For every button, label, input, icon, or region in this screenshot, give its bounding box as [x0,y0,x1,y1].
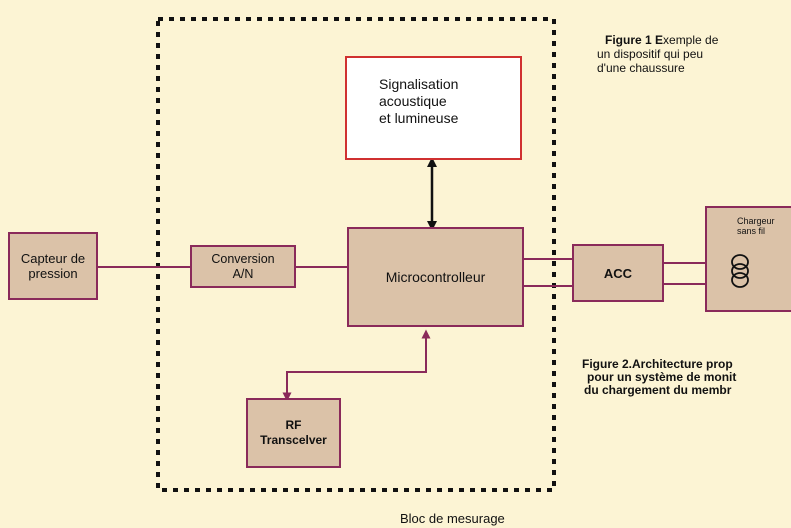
figure1-line3: d'une chaussure [597,61,685,75]
figure2-line3: du chargement du membr [584,383,732,397]
signalisation-label: Signalisation acoustique et lumineuse [379,76,459,126]
conversion-block: Conversion A/N [190,245,296,288]
chargeur-label: Chargeur sans fil [737,216,775,236]
coil-icon [731,254,749,288]
chargeur-block: Chargeur sans fil [705,206,791,312]
figure1-caption: Figure 1 Exemple de un dispositif qui pe… [597,33,719,75]
figure2-caption: Figure 2.Architecture prop pour un systè… [582,358,736,397]
figure1-bold: Figure 1 E [605,33,664,47]
measuring-block-frame [156,17,556,492]
rf-transceiver-label: RF Transcelver [260,418,327,447]
acc-label: ACC [603,265,633,281]
arrow-micro-rf [282,329,431,402]
figure1-line2: un dispositif qui peu [597,47,704,61]
rf-transceiver-block: RF Transcelver [246,398,341,468]
microcontroleur-block: Microcontrolleur [347,227,524,327]
figure2-line2: pour un système de monit [587,370,737,384]
bloc-mesurage-label: Bloc de mesurage [400,511,505,526]
figure2-line1: Figure 2.Architecture prop [582,357,733,371]
signalisation-block: Signalisation acoustique et lumineuse [345,56,522,160]
acc-block: ACC [572,244,664,302]
capteur-label: Capteur de pression [20,251,86,281]
capteur-block: Capteur de pression [8,232,98,300]
microcontroleur-label: Microcontrolleur [385,268,486,285]
conversion-label: Conversion A/N [211,251,275,281]
figure1-rest: xemple de [663,33,719,47]
